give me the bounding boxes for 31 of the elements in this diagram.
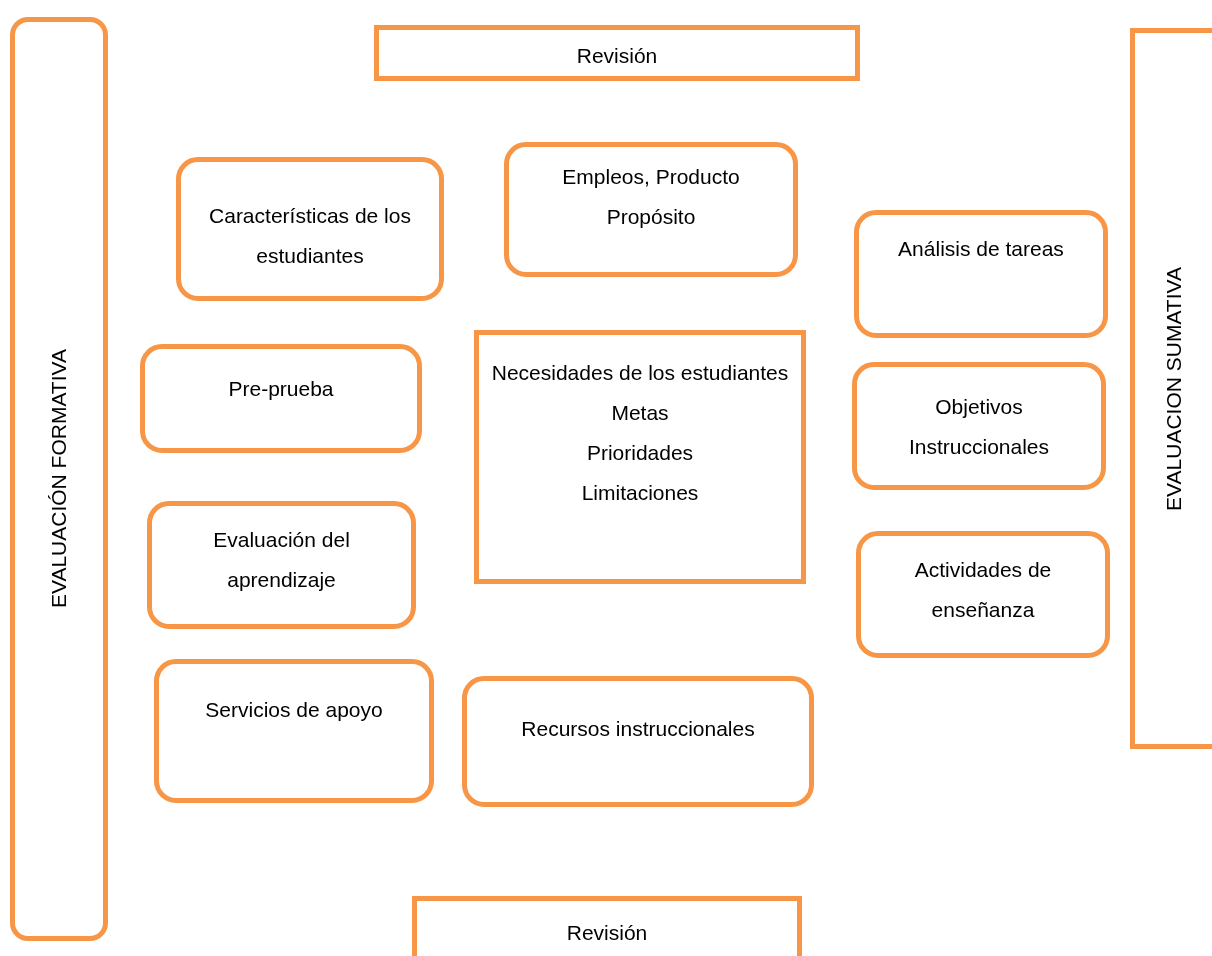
box-text: Limitaciones	[580, 480, 700, 506]
box-text: Revisión	[576, 43, 658, 69]
box-text: Servicios de apoyo	[205, 697, 383, 723]
rounded-box	[462, 676, 814, 807]
rounded-box	[147, 501, 416, 629]
box-text: Prioridades	[585, 440, 695, 466]
rounded-box	[176, 157, 444, 301]
box-text: Características de los estudiantes	[208, 203, 412, 269]
center-box	[474, 330, 806, 584]
box-text: Evaluación del aprendizaje	[212, 527, 351, 593]
vertical-label: EVALUACION SUMATIVA	[1160, 266, 1186, 511]
rounded-box	[852, 362, 1106, 490]
box-text: Análisis de tareas	[897, 236, 1065, 262]
footer-box	[412, 896, 802, 956]
vertical-label: EVALUACIÓN FORMATIVA	[46, 349, 72, 609]
box-text: Metas	[610, 400, 670, 426]
rounded-box	[154, 659, 434, 803]
box-text: Actividades de enseñanza	[913, 557, 1053, 623]
rounded-box	[854, 210, 1108, 338]
side-band	[10, 17, 108, 941]
box-text: Revisión	[566, 920, 648, 946]
rounded-box	[504, 142, 798, 277]
box-text: Recursos instruccionales	[521, 716, 755, 742]
header-box	[374, 25, 860, 81]
box-text: Objetivos Instruccionales	[907, 394, 1051, 460]
box-text: Empleos, Producto Propósito	[561, 164, 741, 230]
box-text: Necesidades de los estudiantes	[490, 360, 790, 386]
rounded-box	[140, 344, 422, 453]
box-text: Pre-prueba	[228, 376, 334, 402]
rounded-box	[856, 531, 1110, 658]
side-band	[1130, 28, 1212, 749]
